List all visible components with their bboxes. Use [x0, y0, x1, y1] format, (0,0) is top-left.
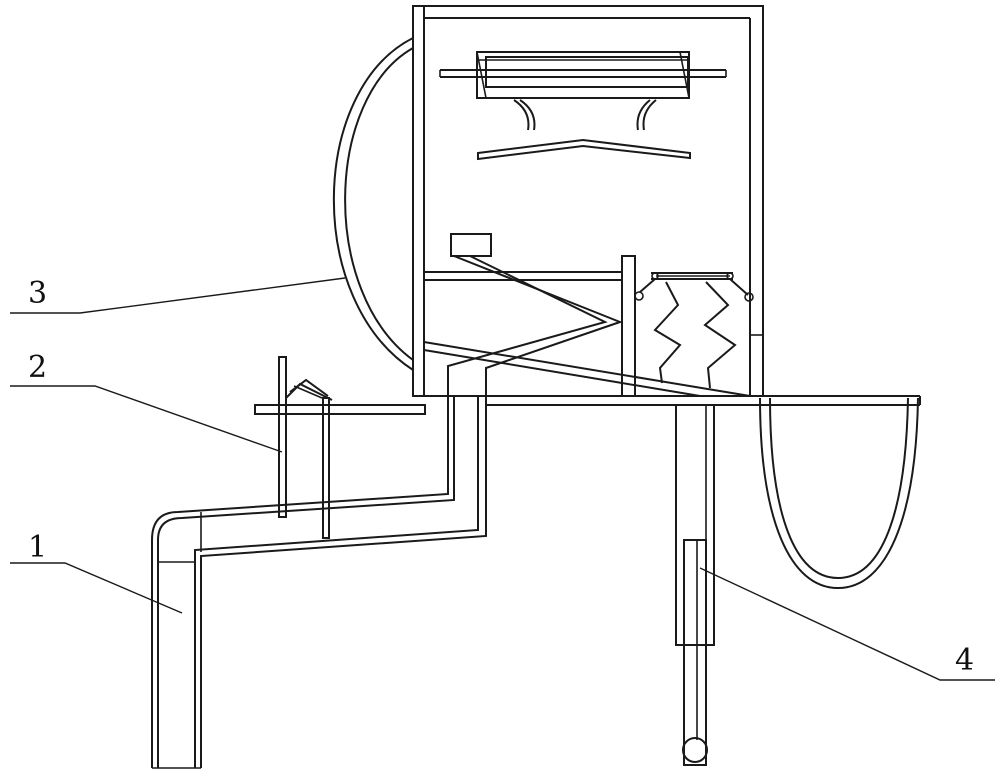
feed-hopper: [447, 233, 623, 395]
top-roller: [439, 51, 727, 99]
valve-assembly: [278, 356, 333, 539]
leader-lines: [10, 277, 995, 681]
spray-nozzles: [513, 99, 657, 131]
label-3: 3: [28, 276, 47, 311]
label-2: 2: [28, 350, 47, 385]
inner-partition: [423, 271, 751, 397]
base-shelf: [254, 395, 921, 415]
label-1: 1: [28, 530, 47, 565]
label-4: 4: [955, 643, 974, 678]
deflector-plate: [477, 138, 691, 161]
bellows-unit: [634, 272, 754, 389]
collection-basket: [759, 397, 919, 590]
side-dome: [332, 37, 414, 371]
discharge-pipe: [151, 395, 487, 769]
cabinet: [412, 5, 764, 397]
support-leg: [675, 404, 715, 766]
